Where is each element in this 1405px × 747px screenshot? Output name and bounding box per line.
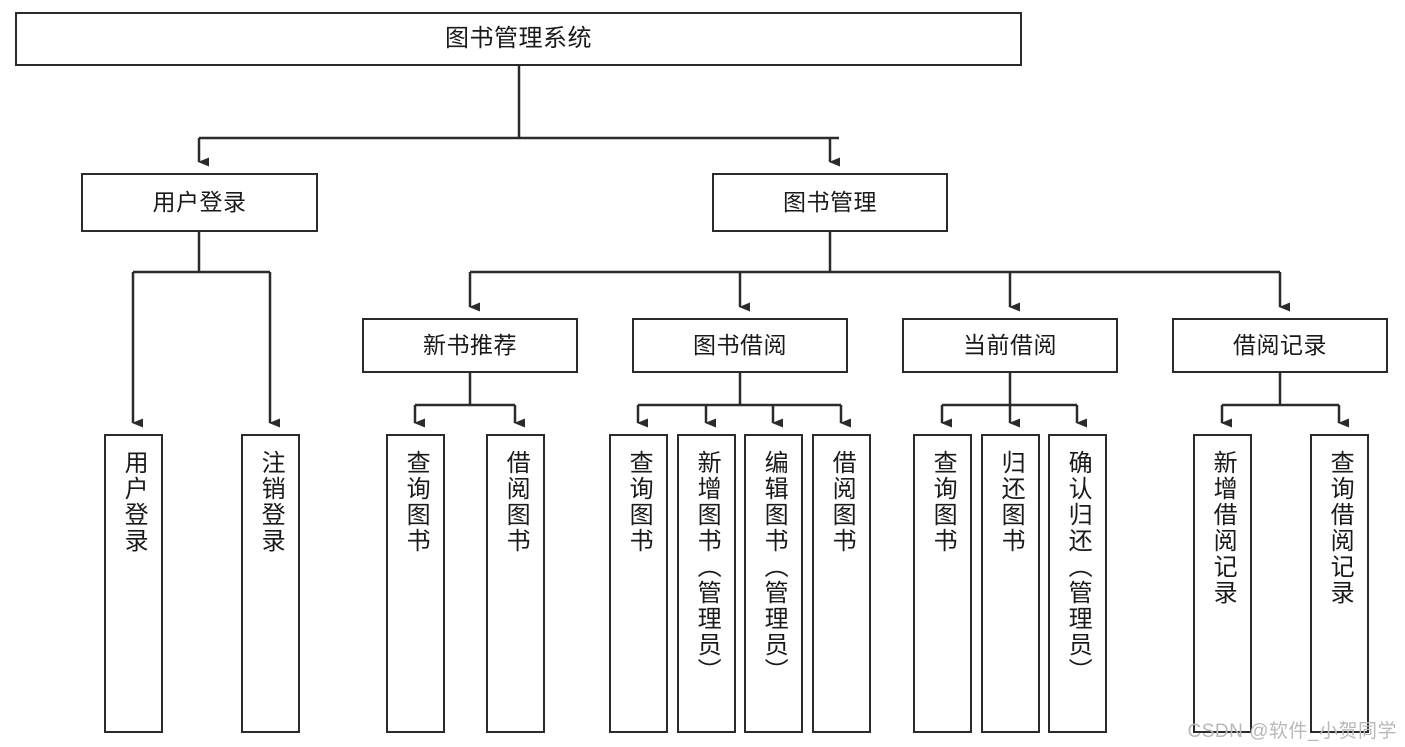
node-leaf-user-login[interactable]: 用户登录 — [104, 434, 163, 733]
node-root[interactable]: 图书管理系统 — [15, 12, 1022, 66]
node-leaf-query-book-2[interactable]: 查询图书 — [609, 434, 668, 733]
node-leaf-user-logout[interactable]: 注销登录 — [241, 434, 300, 733]
node-leaf-edit-book[interactable]: 编辑图书（管理员） — [744, 434, 803, 733]
node-leaf-user-logout-label: 注销登录 — [257, 450, 285, 554]
node-leaf-query-book-1-label: 查询图书 — [402, 450, 430, 554]
node-user-login[interactable]: 用户登录 — [81, 173, 318, 232]
node-leaf-confirm-return-label: 确认归还（管理员） — [1064, 450, 1092, 684]
node-leaf-add-record-label: 新增借阅记录 — [1209, 450, 1237, 606]
node-leaf-add-book[interactable]: 新增图书（管理员） — [677, 434, 736, 733]
node-book-borrow-label: 图书借阅 — [693, 331, 787, 358]
node-new-book-rec-label: 新书推荐 — [423, 331, 517, 358]
node-leaf-query-book-1[interactable]: 查询图书 — [386, 434, 445, 733]
watermark-text: CSDN @软件_小贺同学 — [1187, 721, 1397, 742]
node-root-label: 图书管理系统 — [445, 24, 592, 52]
node-leaf-query-record-label: 查询借阅记录 — [1326, 450, 1354, 606]
node-leaf-add-book-label: 新增图书（管理员） — [693, 450, 721, 684]
node-leaf-user-login-label: 用户登录 — [120, 450, 148, 554]
node-borrow-record[interactable]: 借阅记录 — [1172, 318, 1388, 373]
node-new-book-rec[interactable]: 新书推荐 — [362, 318, 578, 373]
node-leaf-borrow-book-2[interactable]: 借阅图书 — [812, 434, 871, 733]
node-leaf-query-book-3-label: 查询图书 — [929, 450, 957, 554]
node-current-borrow[interactable]: 当前借阅 — [902, 318, 1118, 373]
node-book-borrow[interactable]: 图书借阅 — [632, 318, 848, 373]
node-book-manage[interactable]: 图书管理 — [712, 173, 948, 232]
node-book-manage-label: 图书管理 — [783, 188, 877, 215]
node-leaf-confirm-return[interactable]: 确认归还（管理员） — [1048, 434, 1107, 733]
node-user-login-label: 用户登录 — [152, 188, 247, 215]
node-leaf-edit-book-label: 编辑图书（管理员） — [760, 450, 788, 684]
node-leaf-borrow-book-1-label: 借阅图书 — [502, 450, 530, 554]
node-leaf-return-book-label: 归还图书 — [997, 450, 1025, 554]
node-leaf-return-book[interactable]: 归还图书 — [981, 434, 1040, 733]
node-leaf-query-book-3[interactable]: 查询图书 — [913, 434, 972, 733]
node-leaf-add-record[interactable]: 新增借阅记录 — [1193, 434, 1252, 733]
node-current-borrow-label: 当前借阅 — [963, 331, 1057, 358]
node-leaf-query-record[interactable]: 查询借阅记录 — [1310, 434, 1369, 733]
node-leaf-query-book-2-label: 查询图书 — [625, 450, 653, 554]
node-leaf-borrow-book-2-label: 借阅图书 — [828, 450, 856, 554]
node-leaf-borrow-book-1[interactable]: 借阅图书 — [486, 434, 545, 733]
node-borrow-record-label: 借阅记录 — [1233, 331, 1327, 358]
